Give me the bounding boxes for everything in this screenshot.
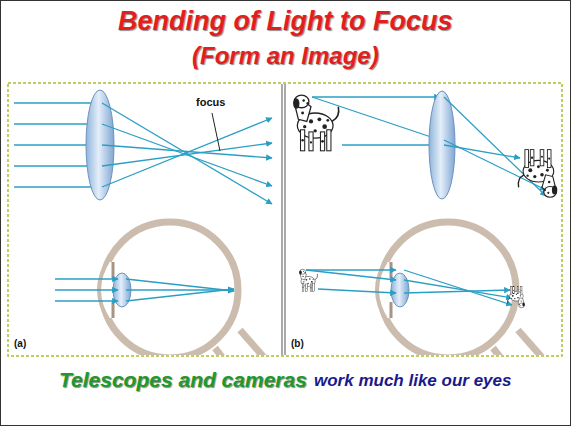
ray-group xyxy=(312,97,440,145)
divider xyxy=(285,84,286,355)
dog-image xyxy=(507,287,524,308)
panel-letter: (b) xyxy=(291,338,304,349)
caption-blue: work much like our eyes xyxy=(314,371,511,391)
ray-group xyxy=(306,270,512,305)
caption-green: Telescopes and cameras xyxy=(59,368,307,392)
focus-label: focus xyxy=(196,96,225,108)
dog-object xyxy=(299,269,317,291)
ray-group xyxy=(444,97,546,196)
convex-lens xyxy=(429,91,455,199)
eye-cross-section xyxy=(99,222,275,355)
ray-group xyxy=(55,279,234,301)
ray-group xyxy=(102,103,272,204)
dog-image xyxy=(518,150,557,198)
slide-title: Bending of Light to Focus xyxy=(118,6,452,37)
ray-group xyxy=(14,103,98,187)
eye-cross-section xyxy=(377,222,553,355)
leader-line xyxy=(212,113,220,151)
slide-subtitle: (Form an Image) xyxy=(192,42,379,70)
panel-letter: (a) xyxy=(14,338,26,349)
divider xyxy=(282,84,283,355)
